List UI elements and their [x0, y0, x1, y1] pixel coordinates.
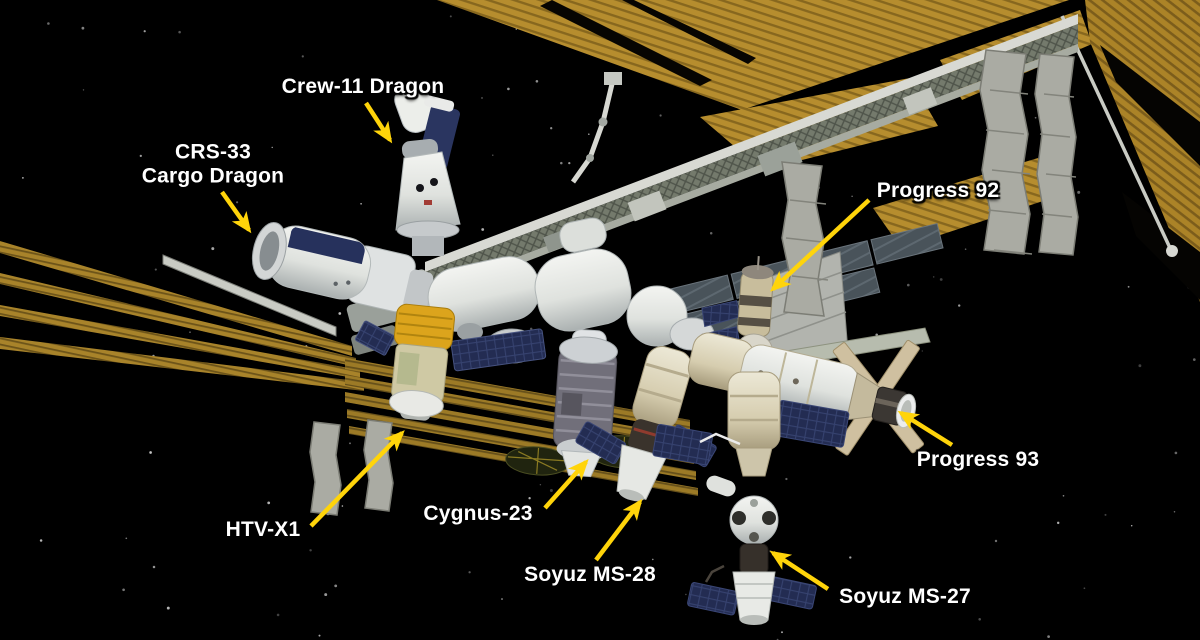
- arrow-cygnus-23: [543, 459, 589, 510]
- soyuz-ms-28-spacecraft: [575, 346, 717, 502]
- prichal-node: [729, 495, 779, 545]
- htv-x1-spacecraft: [355, 303, 547, 421]
- soyuz-ms-27-spacecraft: [687, 543, 817, 625]
- solar-array-wing-right: [1060, 0, 1200, 302]
- crew-11-dragon-spacecraft: [394, 83, 461, 256]
- robotic-arm: [570, 72, 622, 184]
- port-radiator-beam: [162, 254, 337, 337]
- arrow-crew-11-dragon: [364, 101, 393, 144]
- crs-33-cargo-dragon-spacecraft: [251, 222, 434, 313]
- annotation-arrows: [220, 101, 954, 591]
- arrow-soyuz-ms-28: [594, 498, 643, 562]
- arrow-soyuz-ms-27: [769, 550, 830, 591]
- arrow-progress-93: [897, 410, 954, 447]
- nauka-module: [652, 371, 850, 497]
- arrow-crs-33-cargo-dragon: [220, 190, 252, 234]
- arrow-progress-92: [770, 198, 871, 292]
- port-solar-array-bands: [0, 241, 364, 391]
- hanging-radiator-columns: [309, 49, 1079, 516]
- arrow-htv-x1: [309, 430, 405, 528]
